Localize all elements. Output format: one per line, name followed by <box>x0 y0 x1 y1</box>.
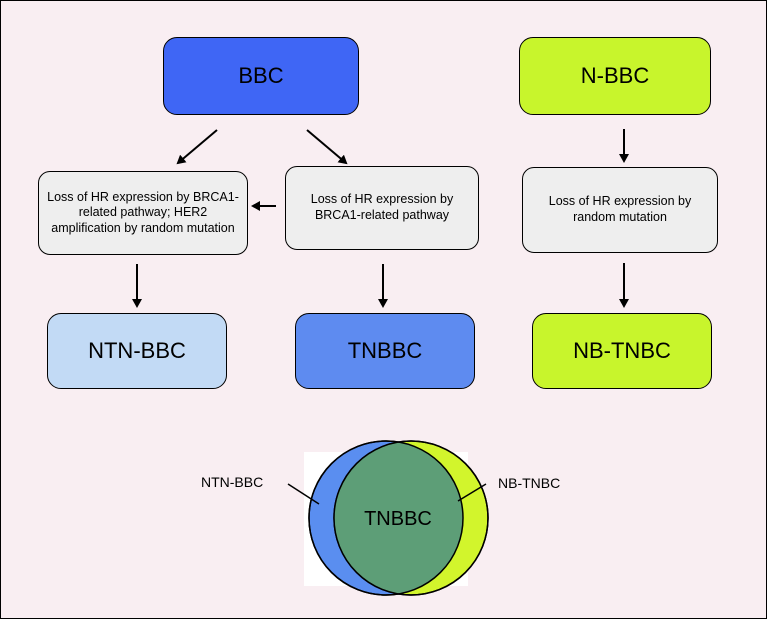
bbc-label: BBC <box>238 63 284 88</box>
ntnbbc-box: NTN-BBC <box>47 313 227 389</box>
venn-right-label: NB-TNBC <box>498 475 561 491</box>
arrow-bbc-to-left <box>176 129 218 165</box>
nbbc-label: N-BBC <box>580 63 650 88</box>
arrow-bbc-to-center <box>306 129 348 165</box>
venn-left-leader <box>287 483 320 505</box>
process-left-text: Loss of HR expression by BRCA1-related p… <box>47 189 239 235</box>
venn-left-label: NTN-BBC <box>201 474 264 490</box>
venn-right-leader <box>457 483 487 502</box>
venn-overlap <box>334 441 463 595</box>
venn-overlap-label: TNBBC <box>364 508 432 530</box>
process-right-text: Loss of HR expression by random mutation <box>548 194 692 224</box>
ntnbbc-label: NTN-BBC <box>88 338 186 363</box>
nbtnbc-label: NB-TNBC <box>573 338 671 363</box>
process-box-right: Loss of HR expression by random mutation <box>522 167 718 253</box>
bbc-box: BBC <box>163 37 359 115</box>
nbbc-box: N-BBC <box>519 37 711 115</box>
tnbbc-label: TNBBC <box>347 338 423 363</box>
process-box-center: Loss of HR expression by BRCA1-related p… <box>285 166 479 250</box>
process-box-left: Loss of HR expression by BRCA1-related p… <box>38 171 248 255</box>
nbtnbc-box: NB-TNBC <box>532 313 712 389</box>
tnbbc-box: TNBBC <box>295 313 475 389</box>
process-center-text: Loss of HR expression by BRCA1-related p… <box>310 192 454 222</box>
